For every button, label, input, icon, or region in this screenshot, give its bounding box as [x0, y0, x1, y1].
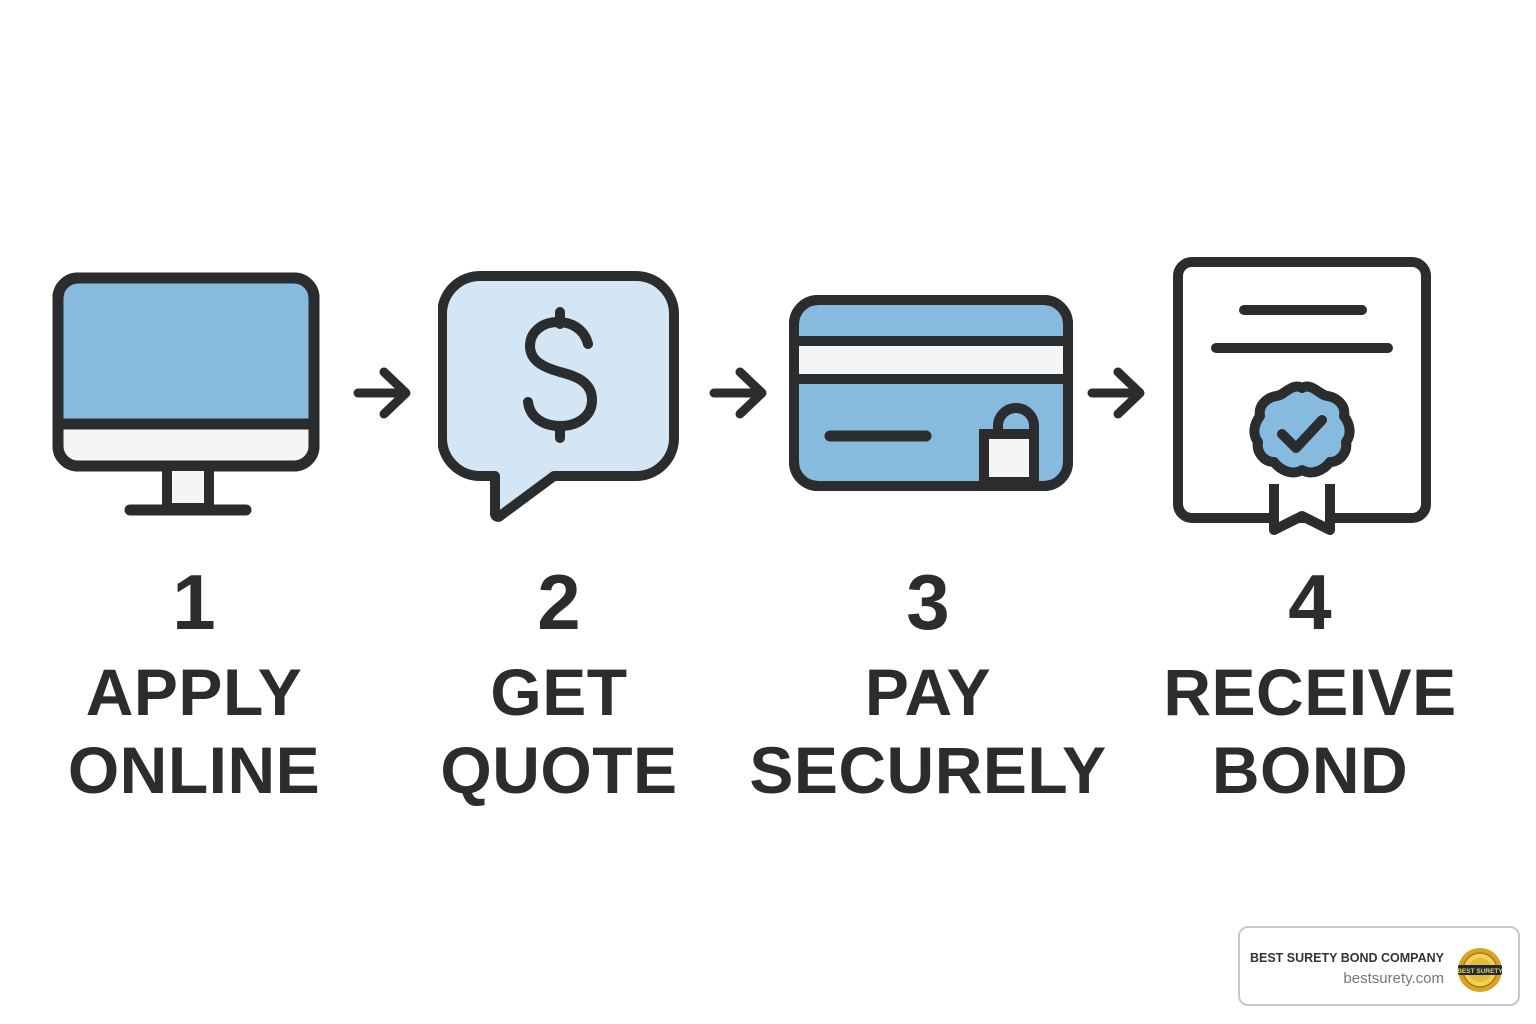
step-number: 3	[906, 558, 950, 646]
arrow-right-icon	[709, 367, 767, 419]
company-url: bestsurety.com	[1343, 970, 1444, 987]
dollar-speech-bubble-icon	[438, 271, 679, 522]
step-title-line1: PAY	[864, 655, 992, 729]
step-number: 4	[1288, 558, 1332, 646]
step-title-line2: ONLINE	[67, 733, 321, 807]
step-number: 1	[172, 558, 216, 646]
step-title-line1: RECEIVE	[1163, 655, 1457, 729]
step-4-label: 4 RECEIVE BOND	[1140, 563, 1480, 809]
step-3-label: 3 PAY SECURELY	[728, 563, 1128, 809]
arrow-right-icon	[353, 367, 411, 419]
step-number: 2	[537, 558, 581, 646]
step-title-line1: GET	[490, 655, 628, 729]
step-title-line2: BOND	[1211, 733, 1409, 807]
step-1-label: 1 APPLY ONLINE	[44, 563, 344, 809]
step-title-line2: SECURELY	[749, 733, 1107, 807]
step-title-line1: APPLY	[85, 655, 303, 729]
step-title-line2: QUOTE	[440, 733, 678, 807]
certificate-seal-icon	[1173, 257, 1431, 535]
gold-seal-icon: BEST SURETY	[1457, 948, 1503, 992]
company-name: BEST SURETY BOND COMPANY	[1249, 951, 1444, 965]
computer-monitor-icon	[52, 272, 320, 516]
credit-card-lock-icon	[789, 295, 1073, 491]
branding-badge: BEST SURETY BOND COMPANY bestsurety.com …	[1238, 926, 1520, 1006]
step-2-label: 2 GET QUOTE	[409, 563, 709, 809]
seal-text: BEST SURETY	[1457, 968, 1503, 975]
arrow-right-icon	[1087, 367, 1145, 419]
